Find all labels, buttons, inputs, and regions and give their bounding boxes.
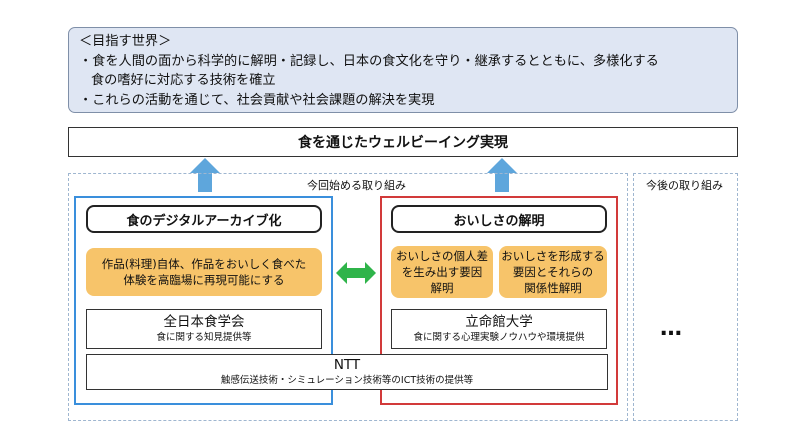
future-initiatives-label: 今後の取り組み [646, 179, 723, 192]
up-arrow-icon [190, 158, 220, 192]
vision-box: ＜目指す世界＞ ・食を人間の面から科学的に解明・記録し、日本の食文化を守り・継承… [68, 27, 738, 113]
detail-line: を生み出す要因 [401, 265, 483, 279]
org-role: 触感伝送技術・シミュレーション技術等のICT技術の提供等 [220, 375, 474, 386]
detail-line: 要因とそれらの [512, 265, 594, 279]
up-arrow-icon [487, 158, 517, 192]
org-name: NTT [333, 357, 361, 373]
digital-archive-group [74, 196, 333, 405]
org-name: 全日本食学会 [163, 314, 245, 330]
current-initiatives-region [68, 173, 628, 421]
future-initiatives-region [633, 173, 738, 421]
digital-archive-title: 食のデジタルアーカイブ化 [86, 205, 322, 233]
org-ritsumeikan: 立命館大学 食に関する心理実験ノウハウや環境提供 [391, 309, 607, 349]
current-initiatives-label: 今回始める取り組み [307, 179, 406, 192]
goal-box: 食を通じたウェルビーイング実現 [68, 127, 738, 157]
detail-line: 体験を高臨場に再現可能にする [123, 273, 285, 287]
bidirectional-arrow-icon [336, 262, 376, 284]
detail-line: 解明 [430, 281, 454, 295]
org-role: 食に関する心理実験ノウハウや環境提供 [413, 332, 585, 343]
org-all-japan-culinary: 全日本食学会 食に関する知見提供等 [86, 309, 322, 349]
vision-line-1: ・食を人間の面から科学的に解明・記録し、日本の食文化を守り・継承するとともに、多… [79, 53, 659, 69]
detail-line: 作品(料理)自体、作品をおいしく食べた [101, 257, 307, 271]
org-role: 食に関する知見提供等 [156, 332, 252, 343]
vision-line-3: ・これらの活動を通じて、社会貢献や社会課題の解決を実現 [79, 92, 435, 108]
deliciousness-title: おいしさの解明 [391, 205, 607, 233]
org-name: 立命館大学 [465, 314, 533, 330]
detail-line: 関係性解明 [524, 281, 582, 295]
individual-difference-detail: おいしさの個人差 を生み出す要因 解明 [391, 246, 493, 298]
digital-archive-detail: 作品(料理)自体、作品をおいしく食べた 体験を高臨場に再現可能にする [86, 248, 322, 296]
future-more-indicator: … [660, 316, 685, 341]
forming-factors-detail: おいしさを形成する 要因とそれらの 関係性解明 [499, 246, 607, 298]
deliciousness-group [380, 196, 618, 405]
vision-heading: ＜目指す世界＞ [79, 34, 172, 49]
detail-line: おいしさを形成する [501, 249, 605, 263]
detail-line: おいしさの個人差 [396, 249, 488, 263]
org-ntt: NTT 触感伝送技術・シミュレーション技術等のICT技術の提供等 [86, 354, 608, 390]
vision-line-2: 食の嗜好に対応する技術を確立 [91, 73, 276, 88]
